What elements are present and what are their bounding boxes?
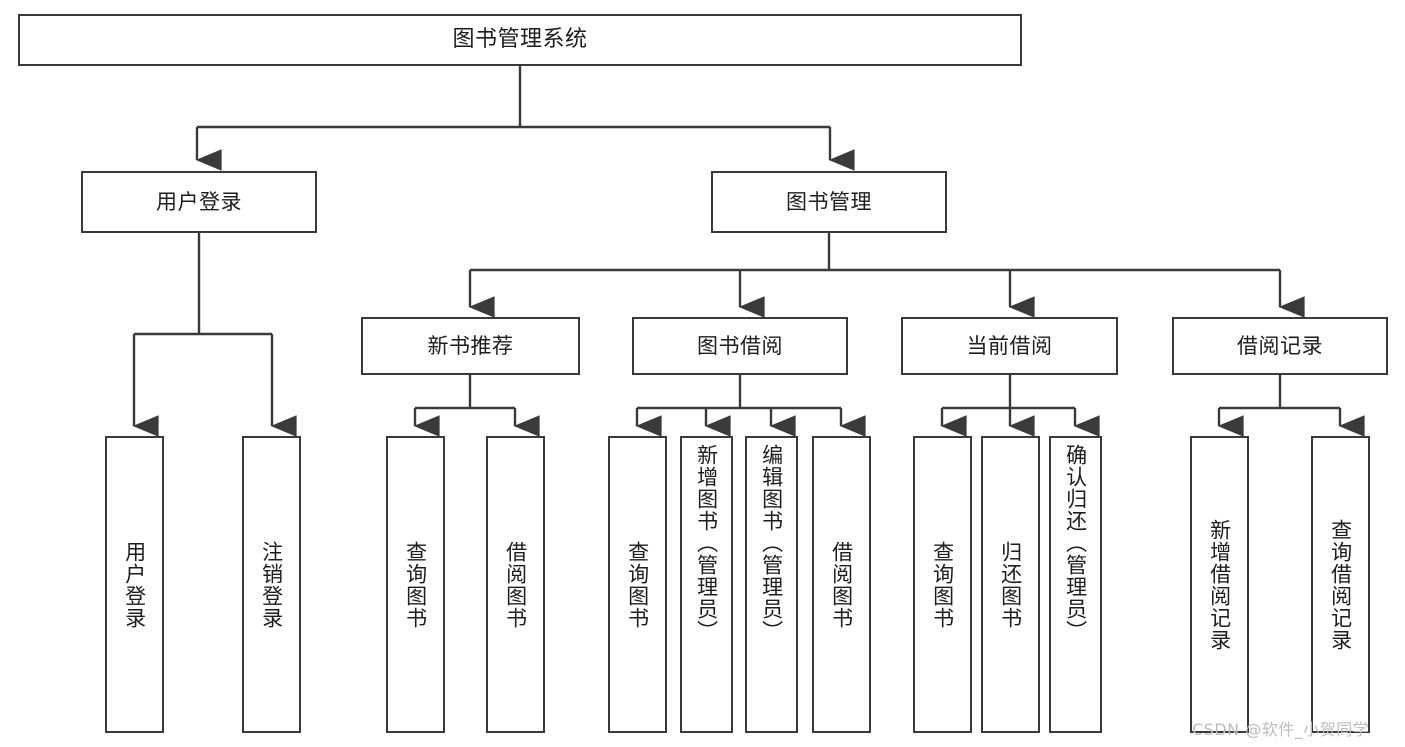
node-current-borrow[interactable]: 当前借阅 bbox=[901, 317, 1118, 375]
node-root-system[interactable]: 图书管理系统 bbox=[18, 14, 1022, 66]
leaf-confirm-return-admin[interactable]: 确认归还（管理员） bbox=[1049, 436, 1102, 733]
node-label: 新书推荐 bbox=[427, 333, 514, 358]
node-label: 图书借阅 bbox=[697, 333, 783, 358]
node-label: 确认归还（管理员） bbox=[1063, 444, 1088, 642]
node-user-login[interactable]: 用户登录 bbox=[81, 171, 317, 233]
node-label: 图书管理系统 bbox=[452, 27, 588, 53]
node-label: 查询借阅记录 bbox=[1328, 518, 1353, 651]
node-book-manage[interactable]: 图书管理 bbox=[711, 171, 947, 233]
node-label: 当前借阅 bbox=[966, 333, 1053, 358]
leaf-query-book-recommend[interactable]: 查询图书 bbox=[386, 436, 445, 733]
csdn-watermark: CSDN @软件_小贺同学 bbox=[1192, 720, 1370, 739]
node-book-borrow[interactable]: 图书借阅 bbox=[632, 317, 848, 375]
node-label: 用户登录 bbox=[122, 540, 147, 629]
leaf-edit-book-admin[interactable]: 编辑图书（管理员） bbox=[745, 436, 798, 733]
leaf-query-book-current[interactable]: 查询图书 bbox=[913, 436, 972, 733]
node-label: 归还图书 bbox=[998, 540, 1023, 629]
node-label: 查询图书 bbox=[403, 540, 428, 629]
leaf-add-borrow-record[interactable]: 新增借阅记录 bbox=[1190, 436, 1249, 733]
node-label: 新增借阅记录 bbox=[1207, 518, 1232, 651]
node-label: 借阅图书 bbox=[503, 540, 528, 629]
leaf-borrow-book-borrow[interactable]: 借阅图书 bbox=[812, 436, 871, 733]
leaf-query-borrow-record[interactable]: 查询借阅记录 bbox=[1311, 436, 1370, 733]
node-borrow-record[interactable]: 借阅记录 bbox=[1172, 317, 1388, 375]
node-label: 图书管理 bbox=[786, 189, 872, 214]
node-label: 注销登录 bbox=[259, 540, 284, 629]
node-label: 查询图书 bbox=[625, 540, 650, 629]
leaf-return-book[interactable]: 归还图书 bbox=[981, 436, 1040, 733]
node-label: 借阅记录 bbox=[1237, 333, 1323, 358]
node-label: 编辑图书（管理员） bbox=[759, 444, 784, 642]
node-label: 借阅图书 bbox=[829, 540, 854, 629]
leaf-query-book-borrow[interactable]: 查询图书 bbox=[608, 436, 667, 733]
leaf-logout-login[interactable]: 注销登录 bbox=[242, 436, 301, 733]
node-label: 新增图书（管理员） bbox=[694, 444, 719, 642]
leaf-add-book-admin[interactable]: 新增图书（管理员） bbox=[680, 436, 733, 733]
node-new-book-recommend[interactable]: 新书推荐 bbox=[361, 317, 580, 375]
leaf-borrow-book-recommend[interactable]: 借阅图书 bbox=[486, 436, 545, 733]
node-label: 查询图书 bbox=[930, 540, 955, 629]
leaf-user-login[interactable]: 用户登录 bbox=[105, 436, 164, 733]
node-label: 用户登录 bbox=[156, 189, 242, 214]
